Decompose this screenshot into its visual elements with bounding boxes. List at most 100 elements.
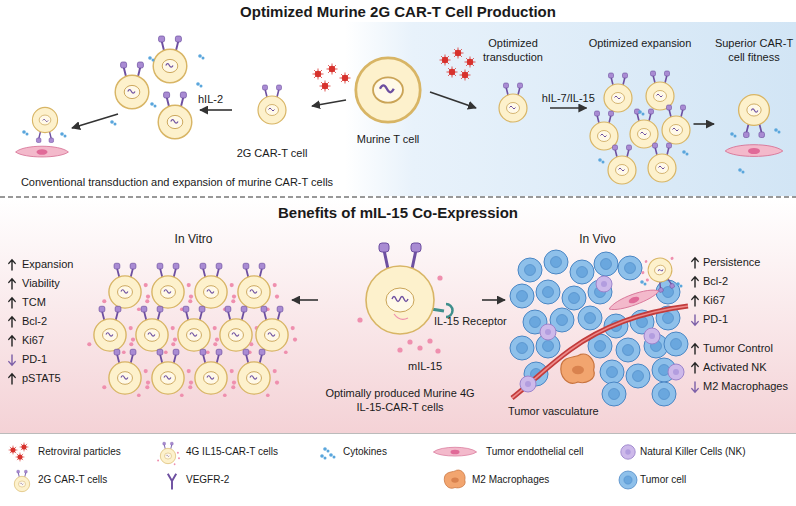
il15-molecule <box>357 317 362 322</box>
decrease-arrow <box>692 382 698 392</box>
il15-car-t-cell <box>102 263 150 311</box>
tumor-cell <box>602 382 626 406</box>
retroviral-particle <box>460 70 471 81</box>
il15-car-t-cell <box>231 349 279 397</box>
legend-label: Tumor cell <box>640 474 686 486</box>
cytokine <box>682 150 688 155</box>
tumor-cell <box>570 260 594 284</box>
cytokine <box>198 54 204 59</box>
cytokine-label: hIL-2 <box>198 93 223 106</box>
flow-arrow <box>312 100 346 106</box>
callout-label: IL-15 Receptor <box>434 315 507 328</box>
nk-cell <box>596 276 612 292</box>
legend-icon <box>329 453 335 458</box>
decrease-arrow <box>9 355 15 365</box>
tumor-vessel <box>512 306 688 398</box>
decrease-arrow <box>692 315 698 325</box>
il15-transcript <box>394 314 408 319</box>
il15-molecule <box>397 347 402 352</box>
flow-arrow <box>694 123 715 125</box>
node-label: In Vitro <box>175 232 213 247</box>
legend-icon <box>433 447 476 456</box>
car-t-cell <box>608 145 636 184</box>
tumor-cell <box>510 336 534 360</box>
readout-label: Persistence <box>703 256 760 269</box>
legend-icon <box>157 442 180 465</box>
tumor-cell <box>616 338 640 362</box>
readout-label: Activated NK <box>703 361 767 374</box>
panel-caption: Conventional transduction and expansion … <box>4 176 350 189</box>
car-t-cell <box>153 36 187 83</box>
diagram-title: Optimized Murine 2G CAR-T Cell Productio… <box>0 3 796 21</box>
tumor-cell <box>536 280 560 304</box>
car-t-cell <box>739 95 770 138</box>
tumor-cell <box>664 332 688 356</box>
expanded-cells: Optimized expansion <box>587 36 694 186</box>
car-t-cell <box>158 92 192 139</box>
car-t-cell <box>648 143 676 182</box>
car-t-cell <box>32 107 57 142</box>
legend-icon <box>9 446 18 455</box>
legend-divider <box>0 433 796 434</box>
legend-icon <box>323 447 329 452</box>
car-receptor <box>379 243 389 252</box>
cytokine <box>738 168 744 173</box>
increase-arrow <box>9 260 15 270</box>
il15-car-t-cell <box>357 243 452 354</box>
legend-icon <box>168 474 176 490</box>
retroviral-particle <box>313 69 324 80</box>
il15-car-t-cell <box>231 263 279 311</box>
increase-arrow <box>692 363 698 373</box>
transduced-cell: Optimized transduction <box>476 36 550 128</box>
m2-macrophage <box>561 354 594 383</box>
tumor-vessel <box>512 306 688 398</box>
node-label: Optimized expansion <box>589 36 692 50</box>
section-heading: Benefits of mIL-15 Co-Expression <box>0 203 796 222</box>
readout-label: Bcl-2 <box>22 315 47 328</box>
car-t-cell <box>590 111 618 150</box>
il15-molecule <box>427 338 432 343</box>
increase-arrow <box>692 277 698 287</box>
retroviral-particle <box>453 48 464 59</box>
in-vivo-tumor: In Vivo <box>505 232 690 422</box>
il15-car-t-cell <box>213 306 261 354</box>
tumor-endothelial-cell <box>607 286 660 314</box>
il15-car-t-cell <box>87 306 135 354</box>
tumor-endothelial-cell <box>725 145 783 157</box>
il15-molecule <box>437 275 442 280</box>
il15-car-t-cell <box>638 251 683 296</box>
readout-label: M2 Macrophages <box>703 380 788 393</box>
legend-icon <box>14 470 29 491</box>
cytokine <box>598 158 604 163</box>
edge-label: hIL-7/IL-15 <box>542 92 595 105</box>
readout-label: Ki67 <box>703 294 725 307</box>
il15-car-t-cell <box>188 263 236 311</box>
legend-label: Cytokines <box>343 446 387 458</box>
cytokine <box>730 132 736 137</box>
il15-car-t-cell <box>129 306 177 354</box>
increase-arrow <box>692 258 698 268</box>
killing-arrow <box>72 114 118 128</box>
increase-arrow <box>692 296 698 306</box>
expansion-arrow <box>200 109 232 111</box>
tumor-cell <box>518 258 542 282</box>
retroviral-particle <box>440 55 451 66</box>
tumor-cell <box>594 252 618 276</box>
nk-cell <box>520 376 536 392</box>
retroviral-particle <box>447 67 458 78</box>
increase-arrow <box>692 344 698 354</box>
nk-cell <box>644 328 660 344</box>
legend-label: 2G CAR-T cells <box>38 474 107 486</box>
il15-molecule <box>407 339 412 344</box>
readout-label: PD-1 <box>22 353 47 366</box>
il15-car-t-cell <box>145 349 193 397</box>
tumor-cell <box>510 284 534 308</box>
car-t-cell: 2G CAR-T cell <box>232 86 312 160</box>
car-t-cell <box>604 73 632 112</box>
cytokine <box>640 280 646 285</box>
legend-label: M2 Macrophages <box>472 474 549 486</box>
optimized-band <box>345 22 796 196</box>
legend-label: Retroviral particles <box>38 446 121 458</box>
